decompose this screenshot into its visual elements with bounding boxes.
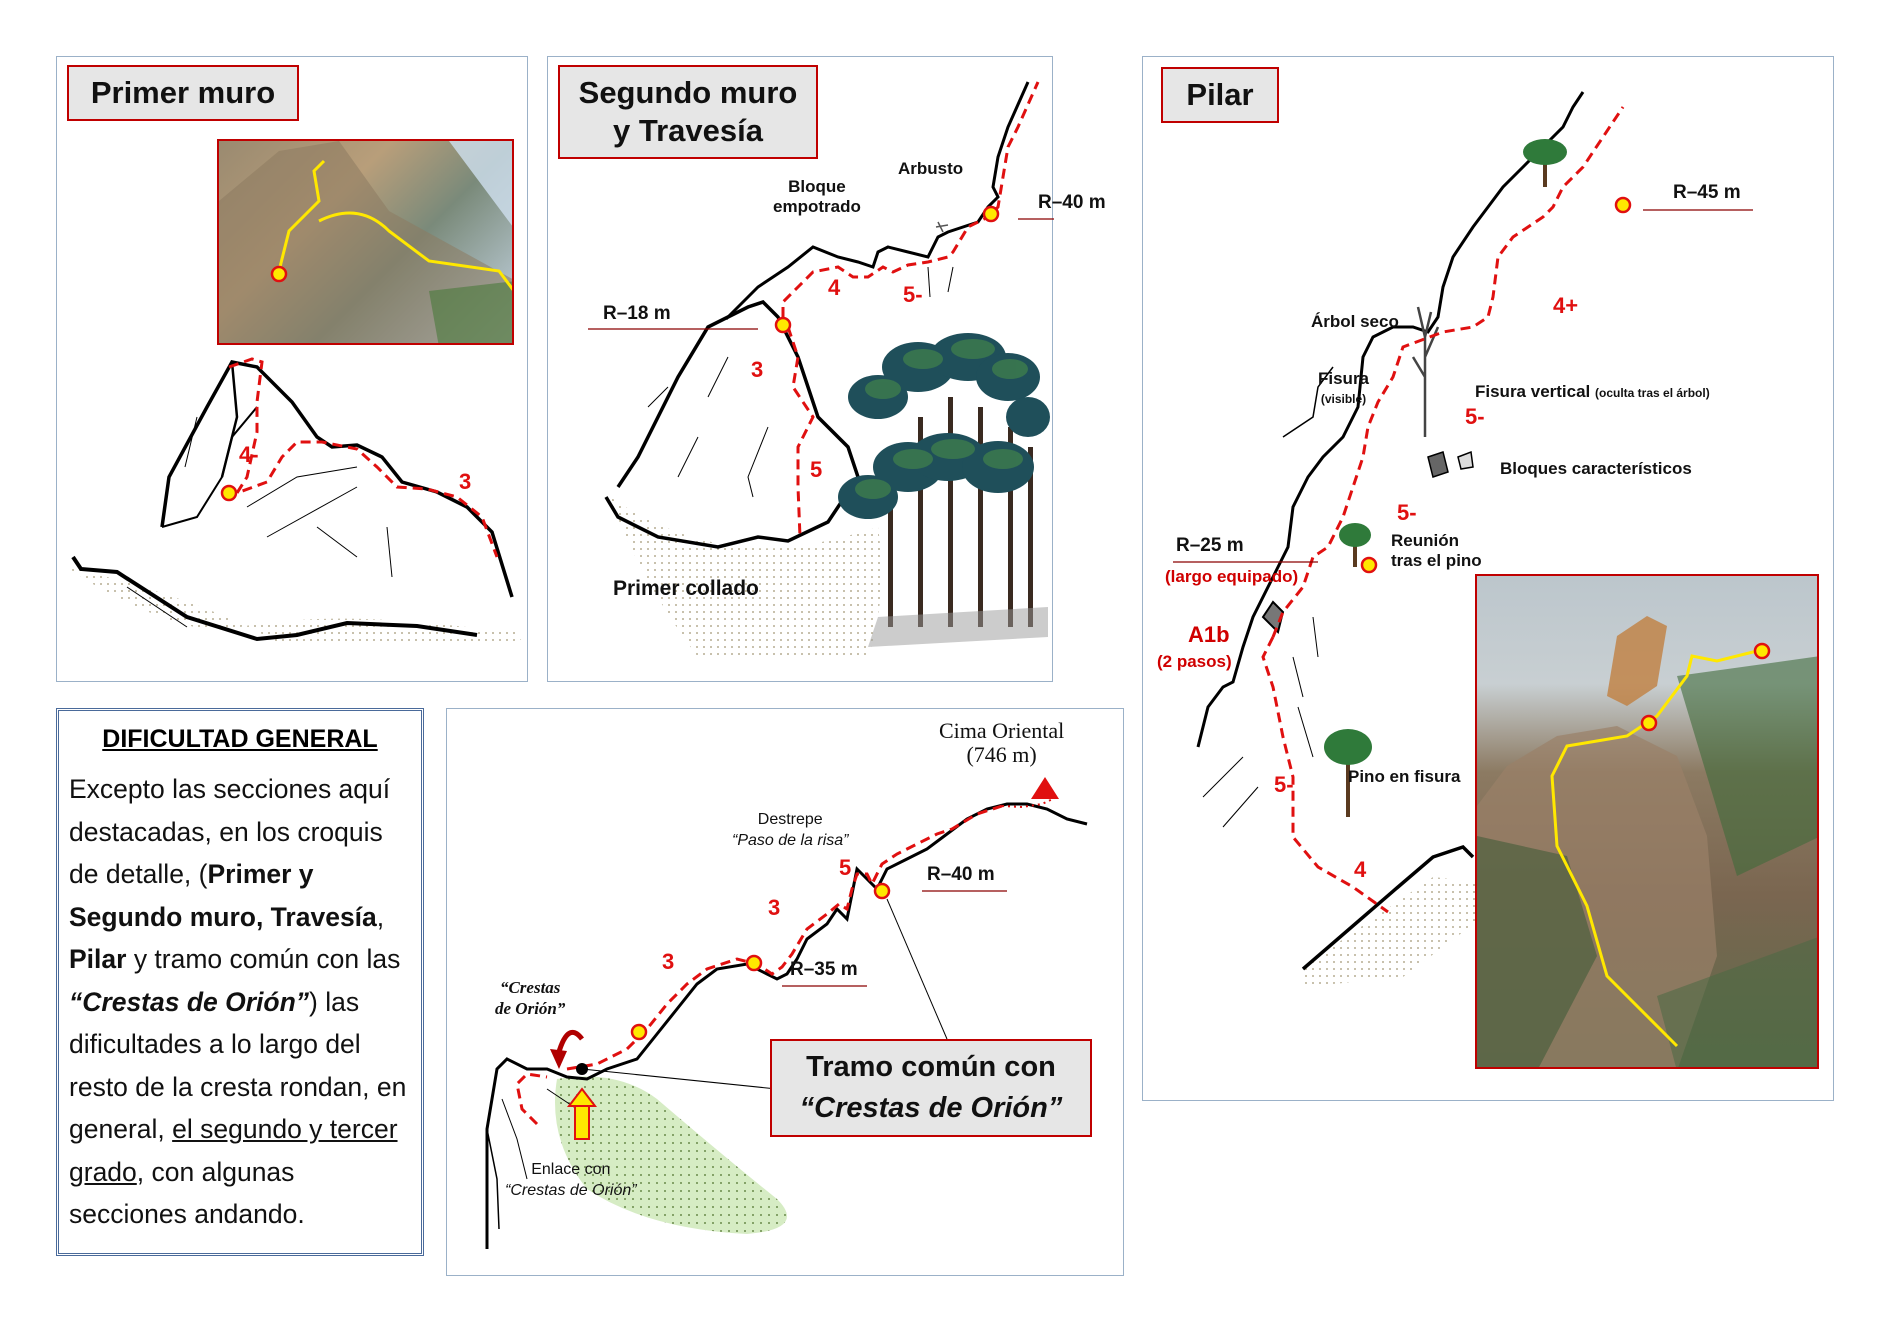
enlace-label-line2: “Crestas de Orión”: [505, 1182, 637, 1199]
panel-primer-muro: Primer muro 4- 3: [56, 56, 528, 682]
bloque-label-line1: Bloque: [788, 177, 846, 196]
pine-tree-top: [1523, 139, 1567, 187]
fisura-label-line1: Fisura: [1318, 369, 1370, 388]
dificultad-general-box: DIFICULTAD GENERAL Excepto las secciones…: [56, 708, 424, 1256]
dificultad-bold: Primer y Segundo muro, Travesía: [69, 859, 377, 932]
pilar-title-text: Pilar: [1186, 77, 1254, 112]
destrepe-label-line1: Destrepe: [757, 811, 823, 828]
fisura-label: Fisura (visible): [1318, 369, 1369, 409]
grade-label: 5: [810, 457, 823, 482]
grade-label: 5: [839, 855, 852, 880]
bloque-label-line2: empotrado: [773, 197, 861, 216]
r45-label: R–45 m: [1673, 182, 1741, 203]
primer-muro-title-text: Primer muro: [90, 75, 276, 110]
grade-label: 3: [751, 357, 764, 382]
grade-label: 5-: [1397, 500, 1417, 525]
grade-label: 5-: [903, 282, 923, 307]
panel-tramo-comun: Cima Oriental (746 m) Destrepe “Paso de …: [446, 708, 1124, 1276]
enlace-label: Enlace con “Crestas de Orión”: [505, 1159, 637, 1201]
pilar-sketch: [1173, 91, 1753, 987]
fisura-label-line2: (visible): [1320, 392, 1367, 406]
reunion-label: Reunión tras el pino: [1391, 531, 1482, 571]
largo-equipado-label: (largo equipado): [1165, 567, 1299, 586]
cima-label: Cima Oriental (746 m): [939, 719, 1064, 767]
tramo-comun-title-line1: Tramo común con: [806, 1051, 1056, 1083]
r18-label: R–18 m: [603, 303, 671, 324]
fisura-oculta-text: (oculta tras el árbol): [1595, 386, 1710, 400]
bloque-label: Bloque empotrado: [773, 177, 861, 217]
panel-pilar: Pilar Árbol seco Fisura (visible) Fisura…: [1142, 56, 1834, 1101]
segundo-muro-title-line1: Segundo muro: [578, 75, 798, 110]
grade-label: 3: [459, 469, 472, 494]
bloques-label: Bloques característicos: [1500, 459, 1692, 478]
pasos-label: (2 pasos): [1157, 652, 1232, 671]
grade-label: 4: [828, 275, 841, 300]
tramo-comun-title: Tramo común con “Crestas de Orión”: [770, 1039, 1092, 1137]
pine-tree-fisura: [1324, 729, 1372, 817]
belay-marker: [873, 882, 891, 900]
panel-segundo-muro: Segundo muro y Travesía Bloque empotrado…: [547, 56, 1106, 682]
enlace-label-line1: Enlace con: [531, 1161, 611, 1178]
cima-label-line1: Cima Oriental: [939, 718, 1065, 743]
dificultad-text: Excepto las secciones aquí destacadas, e…: [69, 774, 391, 889]
primer-muro-title: Primer muro: [67, 65, 299, 121]
primer-muro-photo: [217, 139, 514, 345]
grade-label: 3: [662, 949, 675, 974]
cima-label-line2: (746 m): [966, 742, 1037, 767]
primer-muro-sketch: [67, 357, 522, 642]
destrepe-label: Destrepe “Paso de la risa”: [732, 809, 849, 851]
segundo-muro-sketch: [588, 81, 1054, 657]
grade-label: 4+: [1553, 293, 1579, 318]
belay-marker: [630, 1023, 648, 1041]
crestas-label: “Crestas de Orión”: [495, 977, 565, 1019]
r40-label: R–40 m: [927, 864, 995, 885]
pilar-photo-overlay: [1477, 616, 1817, 1067]
pilar-photo: [1475, 574, 1819, 1069]
grade-label: 4-: [239, 442, 259, 467]
r40-label: R–40 m: [1038, 192, 1106, 213]
dificultad-text: , con algunas secciones andando.: [69, 1156, 305, 1230]
fisura-vertical-label: Fisura vertical (oculta tras el árbol): [1475, 382, 1710, 402]
summit-marker: [1031, 777, 1059, 799]
primer-collado-label: Primer collado: [613, 577, 759, 600]
belay-marker: [1614, 196, 1632, 214]
tramo-comun-sketch: [485, 777, 1088, 1249]
dificultad-text: y tramo común con las: [126, 944, 401, 974]
link-point: [576, 1063, 588, 1075]
arbol-seco-label: Árbol seco: [1311, 312, 1399, 331]
r25-label: R–25 m: [1176, 535, 1244, 556]
grade-label: 3: [768, 895, 781, 920]
dificultad-bold: Pilar: [69, 944, 127, 974]
grade-label: 5-: [1274, 772, 1294, 797]
grade-label: 4: [1354, 857, 1367, 882]
arbusto-label: Arbusto: [898, 159, 964, 178]
pino-fisura-label: Pino en fisura: [1348, 767, 1461, 786]
segundo-muro-title: Segundo muro y Travesía: [558, 65, 818, 159]
dificultad-body: Excepto las secciones aquí destacadas, e…: [69, 768, 411, 1236]
reunion-label-line1: Reunión: [1391, 531, 1459, 550]
dificultad-heading: DIFICULTAD GENERAL: [102, 725, 378, 753]
dificultad-underline: el segundo y tercer grado: [69, 1114, 398, 1187]
dificultad-bold-italic: “Crestas de Orión”: [69, 986, 310, 1017]
belay-marker: [745, 954, 763, 972]
a1b-label: A1b: [1188, 622, 1230, 647]
dificultad-text: ) las dificultades a lo largo del resto …: [69, 986, 407, 1145]
belay-marker: [774, 316, 792, 334]
fisura-vertical-text: Fisura vertical: [1475, 382, 1591, 401]
crestas-label-line1: “Crestas: [499, 978, 561, 997]
pilar-title: Pilar: [1161, 67, 1279, 123]
pine-tree-reunion: [1339, 523, 1371, 567]
dificultad-text: ,: [376, 901, 385, 932]
destrepe-label-line2: “Paso de la risa”: [732, 832, 849, 849]
belay-marker: [982, 205, 1000, 223]
reunion-label-line2: tras el pino: [1391, 551, 1482, 570]
crestas-label-line2: de Orión”: [495, 999, 566, 1018]
belay-marker: [1360, 556, 1378, 574]
belay-marker: [220, 484, 238, 502]
photo-route-overlay: [219, 141, 512, 343]
segundo-muro-title-line2: y Travesía: [613, 113, 763, 148]
tramo-comun-title-line2: “Crestas de Orión”: [799, 1092, 1063, 1124]
grade-label: 5-: [1465, 404, 1485, 429]
r35-label: R–35 m: [790, 959, 858, 980]
